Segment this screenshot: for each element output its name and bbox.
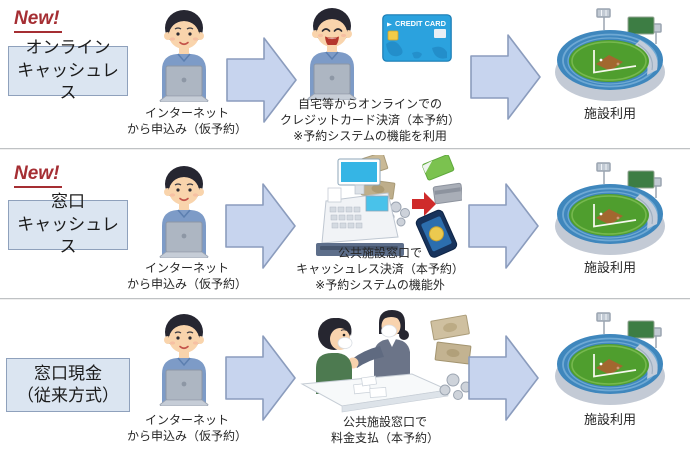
flow-row-counter-cash: 窓口現金 （従来方式） インターネット から申込み（仮予約） 公共施設窓口で 料…: [0, 300, 690, 456]
step-caption: インターネット から申込み（仮予約）: [126, 413, 247, 444]
method-label-line: （従来方式）: [17, 386, 119, 405]
credit-card-icon: CREDIT CARD: [382, 14, 452, 62]
method-label-line: 窓口現金: [34, 363, 102, 383]
step-caption: 公共施設窓口で 料金支払（本予約）: [330, 415, 439, 446]
step-caption: 施設利用: [583, 260, 636, 275]
method-label-line: オンライン: [25, 38, 111, 58]
arrow-right-icon: [225, 333, 297, 423]
method-label-line: 窓口: [51, 192, 85, 212]
method-label-box: 窓口 キャッシュレス: [8, 192, 128, 256]
method-label-box: 窓口現金 （従来方式）: [6, 358, 130, 412]
method-label-box: オンライン キャッシュレス: [8, 38, 128, 102]
counter-payment-icon: [296, 308, 484, 420]
person-laptop-icon: [152, 8, 216, 102]
flow-row-online-cashless: New! オンライン キャッシュレス インターネット から申込み（仮予約） CR…: [0, 0, 690, 148]
step-caption: 自宅等からオンラインでの クレジットカード決済（本予約） ※予約システムの機能を…: [279, 97, 460, 144]
stadium-icon: [552, 162, 668, 258]
person-laptop-icon: [152, 164, 216, 258]
step-caption: 施設利用: [583, 106, 636, 121]
person-laptop-happy-icon: [300, 6, 364, 100]
arrow-right-icon: [470, 32, 542, 122]
step-caption: 施設利用: [583, 412, 636, 427]
step-caption: インターネット から申込み（仮予約）: [126, 261, 247, 292]
arrow-right-icon: [468, 181, 540, 271]
new-badge: New!: [14, 8, 63, 33]
stadium-icon: [552, 8, 668, 104]
step-caption: インターネット から申込み（仮予約）: [126, 106, 247, 137]
method-label-line: キャッシュレス: [17, 214, 119, 257]
method-label-line: キャッシュレス: [17, 60, 119, 103]
new-badge: New!: [14, 163, 63, 188]
credit-card-label: CREDIT CARD: [395, 19, 447, 28]
person-laptop-icon: [152, 312, 216, 406]
step-caption: 公共施設窓口で キャッシュレス決済（本予約） ※予約システムの機能外: [296, 246, 464, 293]
row-divider: [0, 298, 690, 300]
row-divider: [0, 148, 690, 150]
flow-row-counter-cashless: New! 窓口 キャッシュレス インターネット から申込み（仮予約） 公共施設窓…: [0, 150, 690, 298]
stadium-icon: [552, 312, 668, 408]
arrow-right-icon: [468, 333, 540, 423]
